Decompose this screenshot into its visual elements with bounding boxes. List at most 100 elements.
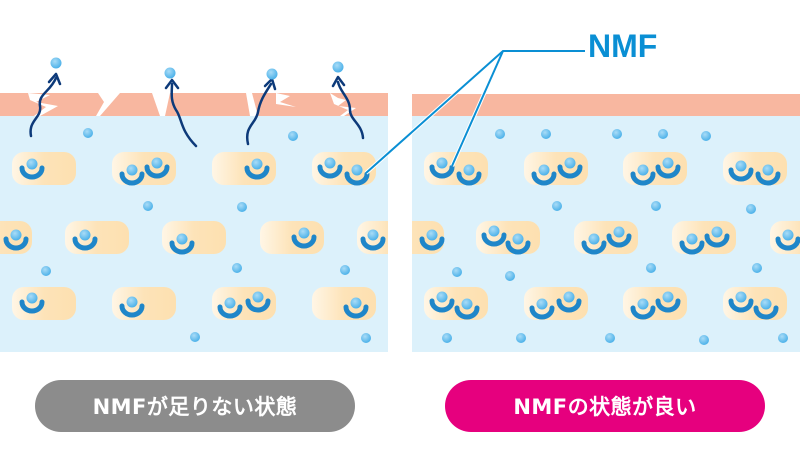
dry-skin-panel xyxy=(0,57,388,352)
skin-cell xyxy=(112,287,176,320)
nmf-molecule xyxy=(557,157,583,179)
skin-cell xyxy=(723,152,787,186)
nmf-dot xyxy=(646,263,656,273)
nmf-dot xyxy=(361,333,371,343)
nmf-dot xyxy=(452,267,462,277)
nmf-molecule xyxy=(630,298,656,320)
nmf-dot xyxy=(190,332,200,342)
nmf-molecule xyxy=(454,298,480,320)
nmf-dot xyxy=(605,333,615,343)
nmf-dot xyxy=(612,129,622,139)
nmf-molecule xyxy=(755,164,781,186)
skin-cell xyxy=(770,221,800,254)
nmf-molecule xyxy=(704,226,730,248)
skin-cell xyxy=(212,287,276,320)
healthy-skin-panel xyxy=(412,94,800,352)
nmf-molecule xyxy=(429,291,455,313)
skin-cell xyxy=(723,287,787,320)
skin-cell xyxy=(476,221,540,255)
skin-cell xyxy=(260,221,324,254)
nmf-molecule xyxy=(119,296,145,318)
nmf-dot xyxy=(541,129,551,139)
nmf-molecule xyxy=(19,292,45,314)
nmf-dot xyxy=(701,131,711,141)
stratum-corneum-layer xyxy=(412,94,800,116)
nmf-dot xyxy=(699,335,709,345)
skin-cell xyxy=(357,221,388,254)
nmf-dot xyxy=(143,201,153,211)
nmf-molecule xyxy=(531,164,557,186)
nmf-molecule xyxy=(3,229,29,251)
nmf-molecule xyxy=(119,164,145,186)
skin-cell xyxy=(212,152,276,185)
nmf-molecule xyxy=(317,157,343,179)
nmf-molecule xyxy=(72,229,98,251)
nmf-molecule xyxy=(217,297,243,319)
nmf-dot xyxy=(651,201,661,211)
skin-cell xyxy=(524,287,588,320)
nmf-molecule xyxy=(529,298,555,320)
skin-cell xyxy=(623,152,687,186)
nmf-molecule xyxy=(419,229,445,251)
skin-cell xyxy=(424,287,488,320)
nmf-molecule xyxy=(630,164,656,186)
skin-cell xyxy=(312,287,376,320)
good-state-caption: NMFの状態が良い xyxy=(445,380,765,432)
skin-cell xyxy=(162,221,226,255)
nmf-molecule xyxy=(606,226,632,248)
nmf-molecule xyxy=(556,291,582,313)
nmf-dot xyxy=(442,333,452,343)
nmf-molecule xyxy=(343,297,369,319)
nmf-dot xyxy=(41,266,51,276)
cracks xyxy=(28,93,356,116)
nmf-molecule xyxy=(581,233,607,255)
nmf-callout-lines xyxy=(364,49,585,175)
nmf-dot xyxy=(505,271,515,281)
nmf-dot xyxy=(752,263,762,273)
nmf-molecule xyxy=(505,233,531,255)
stratum-corneum-layer xyxy=(0,93,388,116)
nmf-molecule xyxy=(169,233,195,255)
nmf-dot xyxy=(237,202,247,212)
nmf-molecule xyxy=(360,229,386,251)
nmf-dot xyxy=(778,333,788,343)
nmf-molecule xyxy=(679,233,705,255)
nmf-callout-label: NMF xyxy=(588,28,658,64)
nmf-dot xyxy=(495,129,505,139)
nmf-dot xyxy=(516,333,526,343)
nmf-molecule xyxy=(291,227,317,249)
nmf-molecule xyxy=(344,164,370,186)
skin-cell xyxy=(112,152,176,186)
nmf-molecule xyxy=(244,158,270,180)
nmf-molecule xyxy=(481,225,507,247)
nmf-dot xyxy=(288,131,298,141)
skin-cell xyxy=(574,221,638,255)
nmf-molecule xyxy=(655,157,681,179)
skin-cell xyxy=(524,152,588,186)
nmf-dot xyxy=(658,129,668,139)
skin-cell xyxy=(412,221,445,254)
nmf-molecule xyxy=(19,158,45,180)
nmf-molecule xyxy=(753,298,779,320)
skin-cell xyxy=(672,221,736,255)
evaporation-arrows xyxy=(29,72,365,148)
nmf-molecule xyxy=(655,291,681,313)
escaping-nmf xyxy=(50,57,344,80)
nmf-molecule xyxy=(728,160,754,182)
nmf-molecule xyxy=(728,291,754,313)
nmf-dot xyxy=(83,128,93,138)
nmf-molecule xyxy=(144,157,170,179)
skin-cell xyxy=(12,287,76,320)
nmf-dot xyxy=(552,201,562,211)
nmf-dot xyxy=(232,263,242,273)
skin-cell xyxy=(12,152,76,185)
dry-state-caption: NMFが足りない状態 xyxy=(35,380,355,432)
nmf-dot xyxy=(746,204,756,214)
skin-cell xyxy=(312,152,376,186)
nmf-dot xyxy=(340,265,350,275)
nmf-molecule xyxy=(245,291,271,313)
nmf-molecule xyxy=(456,164,482,186)
skin-cell xyxy=(623,287,687,320)
nmf-molecule xyxy=(775,229,800,251)
